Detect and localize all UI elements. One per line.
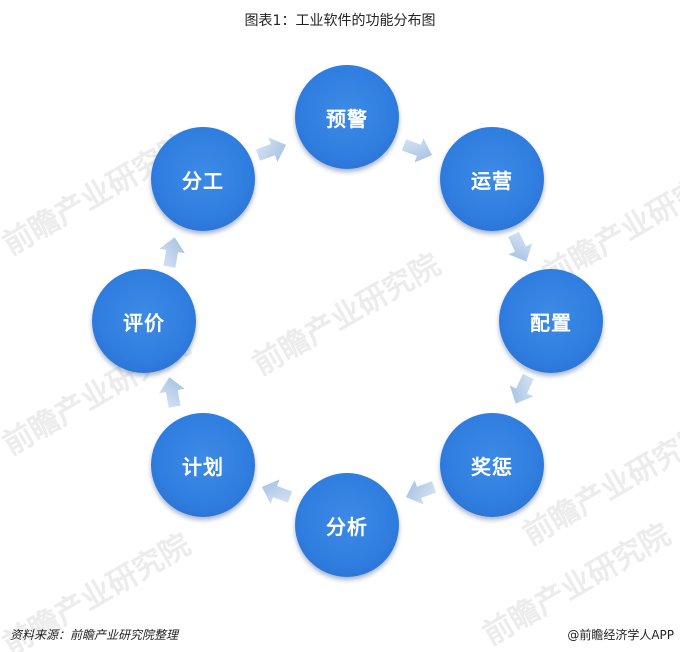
arrow-icon xyxy=(157,375,188,409)
source-note: 资料来源：前瞻产业研究院整理 xyxy=(10,628,179,642)
arrow-icon xyxy=(157,235,188,269)
watermark: 前瞻产业研究院 xyxy=(247,247,447,383)
arrow-icon xyxy=(257,475,294,510)
arrow-icon xyxy=(504,371,540,409)
node-reward-punish: 奖惩 xyxy=(440,413,544,517)
arrow-icon xyxy=(399,133,436,168)
arrow-icon xyxy=(253,133,290,168)
arrow-icon xyxy=(502,229,538,267)
node-operation: 运营 xyxy=(440,127,544,231)
figure-title: 图表1：工业软件的功能分布图 xyxy=(244,13,436,29)
node-configuration: 配置 xyxy=(499,269,603,373)
credit: @前瞻经济学人APP xyxy=(567,628,674,642)
arrow-icon xyxy=(401,475,438,510)
node-evaluation: 评价 xyxy=(92,269,196,373)
node-division: 分工 xyxy=(151,127,255,231)
node-warning: 预警 xyxy=(295,65,399,169)
node-plan: 计划 xyxy=(151,413,255,517)
node-analysis: 分析 xyxy=(295,473,399,577)
